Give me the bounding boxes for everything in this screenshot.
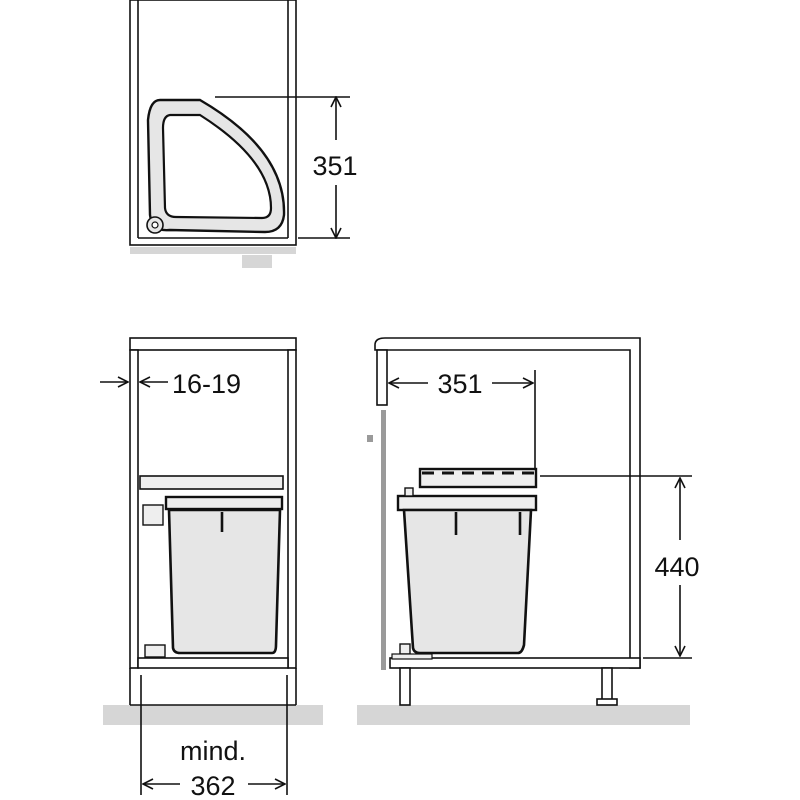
leg [399,667,411,706]
leg-foot [596,698,618,706]
bin-rim-front [164,495,284,511]
cabinet-top-panel [129,337,297,351]
cabinet-bottom-panel [137,657,289,669]
cabinet-side-panel [129,349,139,669]
side-view: 351 440 [357,337,700,725]
min-width-prefix: mind. [180,736,246,766]
handle-top [242,255,272,268]
bin-front [167,508,282,655]
floor-side [357,705,690,725]
runner-side [399,643,411,655]
bracket-front [142,504,164,526]
door-side [376,349,388,406]
cabinet-side-panel [287,349,297,669]
cabinet-bottom-panel [389,657,641,669]
leg [601,667,613,701]
bin-clip [404,487,414,497]
floor-front [103,705,323,725]
pivot-center [151,221,159,229]
panel-thickness-label: 16-19 [172,369,241,399]
lid-side [418,467,538,489]
runner-front [144,644,166,658]
door-handle-side [367,435,373,442]
bin-rim-side [396,494,538,512]
door-panel-side [381,410,386,670]
top-view: 351 [129,0,358,268]
lid-front [139,475,284,490]
runner-rail [391,653,433,660]
door-panel-top [130,247,296,254]
front-view: 16-19 mind. 362 [100,337,323,800]
top-depth-label: 351 [312,151,357,181]
corner-bin-inner [161,113,273,220]
height-label: 440 [654,552,699,582]
min-width-label: 362 [190,771,235,800]
bin-side [402,508,533,655]
side-depth-label: 351 [437,369,482,399]
